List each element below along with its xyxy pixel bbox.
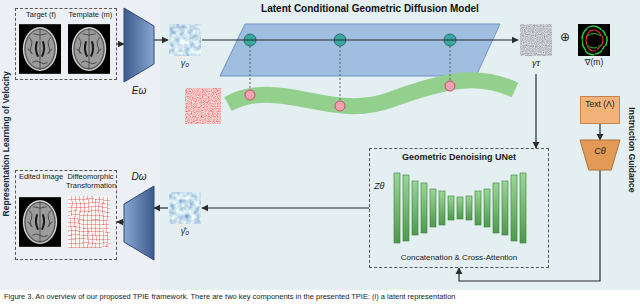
node-text: Latent Conditional Geometric Diffusion M… — [220, 3, 520, 15]
flow-arrow — [459, 170, 600, 281]
template-brain — [68, 24, 110, 74]
encoder-block: Eω — [124, 8, 154, 98]
input-box: Target (f)Template (m) — [15, 8, 117, 80]
edited-brain — [19, 197, 61, 247]
unet-box: Geometric Denoising UNetZθConcatenation … — [369, 148, 549, 268]
gradient-node: ∇(m) — [574, 22, 614, 74]
figure-caption: Figure 3. An overview of our proposed TP… — [4, 293, 455, 302]
node-text: Eω — [119, 85, 159, 97]
node-text: Representation Learning of Velocity — [2, 57, 12, 231]
latent-node: γ₀ — [168, 22, 202, 74]
flow-arrow — [154, 39, 168, 40]
decoder-block-shape — [124, 170, 154, 260]
target-brain — [19, 24, 61, 74]
node-text: Geometric Denoising UNet — [371, 152, 547, 162]
encoder-block-shape — [124, 8, 154, 98]
flow-arrow — [202, 39, 518, 40]
node-text: γ₀ — [168, 58, 202, 68]
right-panel-ground — [160, 0, 640, 290]
left-panel-ground — [0, 0, 160, 290]
decoder-block: Dω — [124, 170, 154, 260]
operator-symbol: ⊕ — [557, 31, 573, 45]
deformation-grid — [68, 196, 110, 248]
decoder-block-outline — [124, 186, 154, 260]
manifold-states — [245, 81, 455, 111]
node-text: Cθ — [580, 146, 620, 156]
flow-arrow — [117, 43, 124, 44]
text-encoder: Cθ — [580, 140, 620, 170]
output-box: Edited ImageDiffeomorphic Transformation — [15, 170, 117, 260]
diffusion-links — [250, 46, 450, 101]
latent-plane — [220, 24, 500, 76]
flow-arrow — [599, 124, 600, 140]
unet-layers — [394, 173, 526, 243]
node-text: ∇(m) — [574, 58, 614, 68]
data-manifold — [228, 80, 515, 106]
flow-arrow — [117, 221, 124, 222]
noise-image — [185, 88, 221, 124]
text-encoder-outline — [580, 140, 620, 170]
latent-states — [244, 34, 456, 46]
noisy-latent — [520, 24, 552, 56]
node-text: γ̂₀ — [168, 226, 202, 236]
node-text: Dω — [119, 171, 159, 183]
node-text: γτ — [518, 58, 554, 68]
section-label: Instruction Guidance — [626, 95, 636, 205]
latent-node: γτ — [518, 22, 554, 74]
node-text: Concatenation & Cross-Attention — [371, 253, 547, 262]
latent-node: γ̂₀ — [168, 190, 202, 242]
node-text: Zθ — [374, 181, 390, 191]
flow-arrow — [154, 207, 168, 208]
latent-image — [169, 192, 201, 224]
node-text: Template (m) — [66, 11, 115, 20]
node-text: Text (Λ) — [582, 100, 618, 110]
latent-image — [169, 24, 201, 56]
gradient-image — [578, 24, 610, 56]
node-text: Diffeomorphic Transformation — [66, 173, 115, 190]
node-text: Edited Image — [17, 173, 65, 182]
text-input-box: Text (Λ) — [580, 96, 620, 124]
node-text: Target (f) — [17, 11, 65, 20]
flow-arrow — [535, 74, 536, 148]
flow-arrow — [202, 207, 369, 208]
panel-band: Representation Learning of VelocityTarge… — [0, 0, 160, 290]
encoder-block-outline — [124, 8, 154, 82]
